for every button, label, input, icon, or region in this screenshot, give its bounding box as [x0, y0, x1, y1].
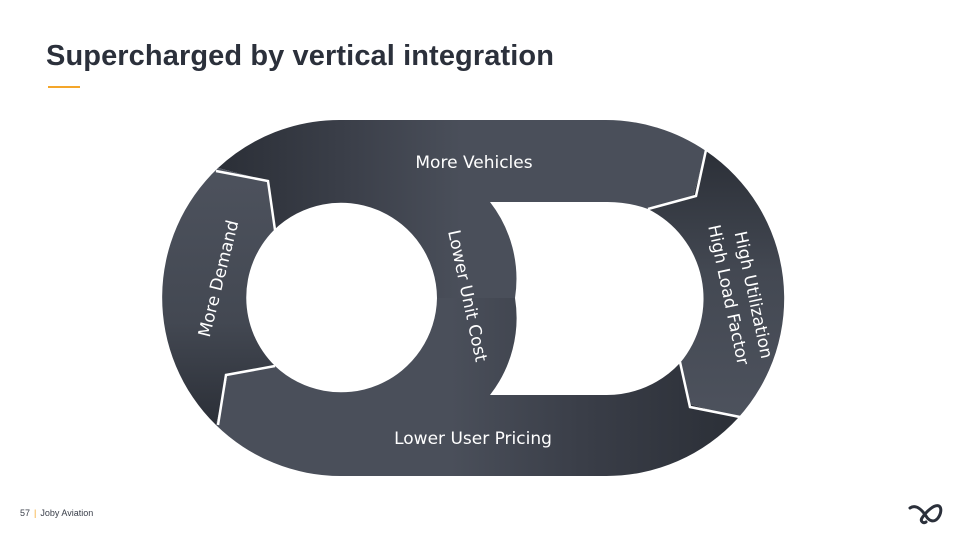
page-title: Supercharged by vertical integration — [46, 40, 555, 72]
footer: 57|Joby Aviation — [20, 508, 93, 518]
divider-arrow-top-right — [647, 149, 708, 211]
joby-logo-icon — [908, 504, 943, 525]
segment-lower-user-pricing — [216, 298, 738, 477]
divider-arrow-bottom-right — [678, 361, 741, 419]
label-lower-user-pricing: Lower User Pricing — [394, 429, 552, 449]
segment-more-vehicles — [218, 119, 706, 298]
company-name: Joby Aviation — [40, 508, 94, 518]
title-accent-line — [48, 86, 80, 88]
divider-arrow-bottom-left — [216, 364, 276, 426]
footer-separator: | — [34, 508, 37, 518]
segment-more-demand — [162, 168, 275, 425]
label-more-vehicles: More Vehicles — [415, 153, 532, 173]
divider-arrow-top-left — [215, 169, 277, 231]
segment-high-utilization — [648, 151, 785, 418]
page-number: 57 — [20, 508, 31, 518]
